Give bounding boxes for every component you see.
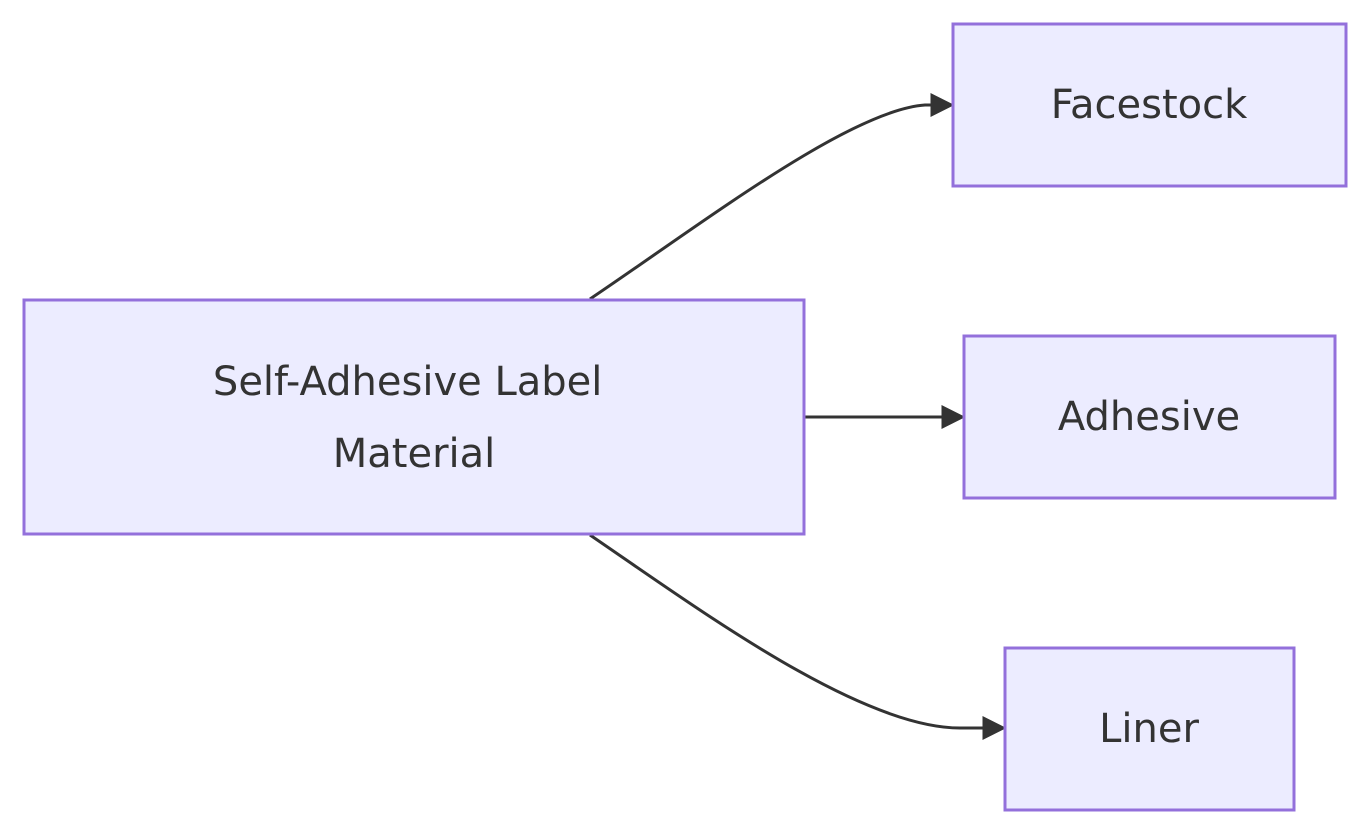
node-liner-label: Liner: [1099, 706, 1199, 752]
edge-root-to-facestock: [589, 93, 955, 301]
node-adhesive[interactable]: Adhesive: [962, 334, 1337, 500]
edge-root-to-liner: [589, 533, 1007, 740]
node-facestock-label: Facestock: [1051, 82, 1248, 128]
node-root-label-line2: Material: [333, 431, 496, 477]
node-liner[interactable]: Liner: [1003, 646, 1296, 812]
node-facestock[interactable]: Facestock: [951, 22, 1348, 188]
node-self-adhesive-label-material[interactable]: Self-Adhesive Label Material: [22, 298, 806, 536]
node-adhesive-label: Adhesive: [1058, 394, 1240, 440]
svg-text:Self-Adhesive Label Mate: Self-Adhesive Label Material: [213, 359, 615, 477]
node-root-label-line1: Self-Adhesive Label: [213, 359, 602, 405]
